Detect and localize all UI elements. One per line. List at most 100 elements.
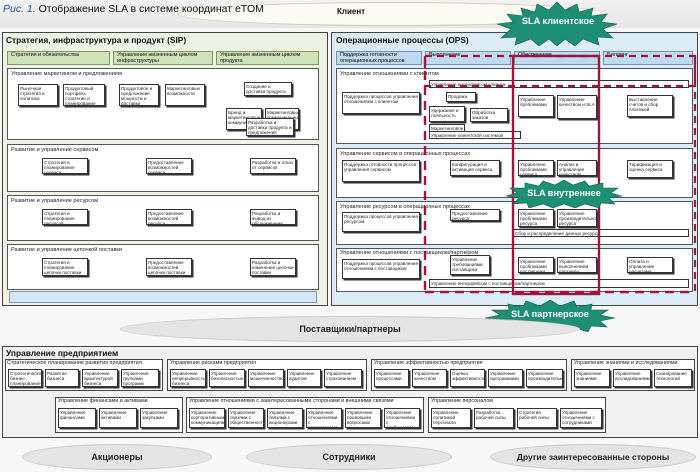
- process-box: Оплата и управление расчетами: [627, 257, 673, 273]
- process-box: Управление связями с акционерами: [267, 408, 303, 428]
- sip-row-label: Управление маркетингом и предложением: [11, 71, 122, 77]
- process-box: Управление проблемами: [518, 95, 554, 117]
- process-box: Стратегия и планирование ресурсов: [42, 209, 88, 225]
- process-box: Управление качеством: [412, 369, 447, 387]
- sla-internal-outline: [511, 54, 601, 296]
- process-box: Продажа: [446, 92, 476, 102]
- partner-interface-strip: Управление интерфейсом с поставщиком/пар…: [429, 279, 689, 288]
- process-box: Поддержка процессов управления отношения…: [342, 259, 420, 279]
- process-box: Управление отношениями с сотрудниками: [560, 408, 602, 428]
- ops-title: Операционные процессы (OPS): [336, 35, 469, 45]
- sip-column-header: Стратегия и обязательства: [7, 51, 110, 65]
- process-box: Управление проблемами сервиса: [518, 160, 554, 176]
- process-box: Управление интерфейсом клиента: [429, 80, 689, 88]
- ops-column-header: Выполнение: [425, 51, 511, 65]
- enterprise-group-title: Управление отношениями с заинтересованны…: [189, 398, 394, 404]
- process-box: Управление группами программ: [121, 369, 159, 387]
- process-box: Управление архитектурой бизнеса: [82, 369, 118, 387]
- process-box: Управление непрерывностью бизнеса: [170, 369, 206, 387]
- ops-row-label: Управление сервисом в операционных проце…: [340, 151, 471, 157]
- shareholders-ellipse: Акционеры: [22, 444, 212, 470]
- process-box: Поддержка процессов управления ресурсом: [342, 212, 420, 232]
- process-box: Управление отношениями с регуляторами: [306, 408, 342, 428]
- process-box: Анализ и управление качеством сервиса: [557, 160, 597, 176]
- employees-ellipse: Сотрудники: [246, 444, 452, 470]
- enterprise-group-title: Управление знаниями и исследованиями: [574, 360, 678, 366]
- other-stakeholders-ellipse: Другие заинтересованные стороны: [490, 444, 696, 470]
- process-box: Поддержка готовности процессов управлени…: [342, 160, 420, 182]
- process-box: Предоставление возможностей цепочки пост…: [146, 258, 192, 276]
- process-box: Поддержка процессов управления отношения…: [342, 92, 420, 114]
- process-box: Разработка и доставка продукта и предлож…: [246, 118, 294, 136]
- process-box: Управление страхованием: [324, 369, 362, 387]
- sip-title: Стратегия, инфраструктура и продукт (SIP…: [6, 35, 187, 45]
- process-box: Управление безопасностью: [209, 369, 245, 387]
- process-box: Управление проблемами ресурса: [518, 209, 554, 227]
- process-box: Обработка заказов: [470, 108, 508, 122]
- enterprise-group-title: Управление эффективностью предприятия: [374, 360, 483, 366]
- process-box: Предоставление возможностей сервиса: [146, 158, 192, 174]
- sip-row-label: Развитие и управление цепочкой поставки: [11, 247, 123, 253]
- sip-row-label: Развитие и управление сервисом: [11, 147, 99, 153]
- sip-column-header: Управление жизненным циклом продукта: [216, 51, 319, 65]
- process-box: Управление мошенничеством: [248, 369, 284, 387]
- process-box: Управление финансами: [58, 408, 96, 428]
- process-box: Разработка рабочей силы: [474, 408, 514, 428]
- process-box: Рыночная стратегия и политика: [18, 84, 58, 106]
- sip-row-label: Развитие и управление ресурсом: [11, 198, 99, 204]
- sla-partner-label: SLA партнерское: [511, 309, 589, 319]
- process-box: Управление программами: [488, 369, 523, 387]
- process-box: Управление проблемами поставщика: [518, 257, 554, 273]
- process-box: Создание и доставка продукта: [244, 82, 292, 96]
- process-box: Управление выполнением партнера: [557, 257, 597, 273]
- process-box: Управление связями с общественностью: [228, 408, 264, 428]
- figure-label: Рис. 1.: [3, 3, 36, 15]
- process-box: Управление производительностью: [526, 369, 563, 387]
- process-box: Маркетинговые возможности: [165, 84, 205, 106]
- ops-row-label: Управление ресурсом в операционных проце…: [340, 204, 470, 210]
- process-box: Сканирование технологий: [654, 369, 692, 387]
- ops-row-label: Управление отношениями с клиентом: [340, 71, 439, 77]
- sla-client-outline: [423, 54, 697, 88]
- process-box: Предоставление ресурса: [450, 209, 500, 221]
- process-box: Развитие бизнеса: [45, 369, 79, 387]
- process-box: Выставление счетов и сбор платежей: [627, 95, 673, 117]
- process-box: Управление корпоративными коммуникациями: [189, 408, 225, 428]
- process-box: Управление аудитом: [287, 369, 321, 387]
- figure-caption: Рис. 1. Отображение SLA в системе коорди…: [3, 3, 264, 15]
- process-box: Управление требованиями поставщика: [450, 255, 490, 275]
- ops-column-header: Поддержка готовности операционных процес…: [336, 51, 422, 65]
- process-box: Оценка эффективности: [450, 369, 485, 387]
- process-box: Удержание и лояльность: [429, 106, 465, 122]
- client-label: Клиент: [337, 7, 366, 16]
- process-box: Управление качеством и SLA: [557, 95, 597, 119]
- sla-internal-label: SLA внутреннее: [527, 188, 601, 198]
- process-box: Управление политикой персонала: [431, 408, 471, 428]
- process-box: Разработка и отказ от сервисов: [250, 158, 296, 174]
- process-box: Управление процессами: [374, 369, 409, 387]
- process-box: Стратегия и планирование сервиса: [42, 158, 88, 174]
- enterprise-group-title: Управление рисками предприятия: [170, 360, 257, 366]
- process-box: Управление закупками: [140, 408, 178, 428]
- figure-title: Отображение SLA в системе координат eTOM: [38, 3, 264, 15]
- enterprise-title: Управление предприятием: [6, 348, 119, 358]
- process-box: Предоставление возможностей ресурса: [146, 209, 192, 225]
- sla-client-label: SLA клиентское: [521, 16, 595, 26]
- process-box: Конфигурация и активация сервиса: [450, 160, 500, 176]
- enterprise-group-title: Стратегическое планирование развития пре…: [7, 360, 142, 366]
- process-box: Стратегия рабочей силы: [517, 408, 557, 428]
- enterprise-group-title: Управление финансами и активами: [58, 398, 148, 404]
- sla-client-burst: [496, 2, 618, 46]
- process-box: Продуктовое и предложение мощности и дос…: [119, 84, 159, 106]
- process-box: Управление производительностью ресурса: [557, 209, 597, 227]
- process-box: Стратегическое бизнес-планирование: [8, 369, 42, 387]
- process-box: Продуктовый портфель стратегии и планиро…: [63, 84, 105, 106]
- process-box: Тарификация и оценка сервиса: [627, 160, 673, 178]
- sip-bottom-strip: [9, 291, 317, 303]
- suppliers-ellipse: Поставщики/партнеры: [120, 316, 580, 342]
- process-box: Управление клиентской системой: [429, 131, 521, 139]
- process-box: Управление исследованиями: [613, 369, 651, 387]
- process-box: Разработка и изменение цепочки поставки: [250, 258, 296, 276]
